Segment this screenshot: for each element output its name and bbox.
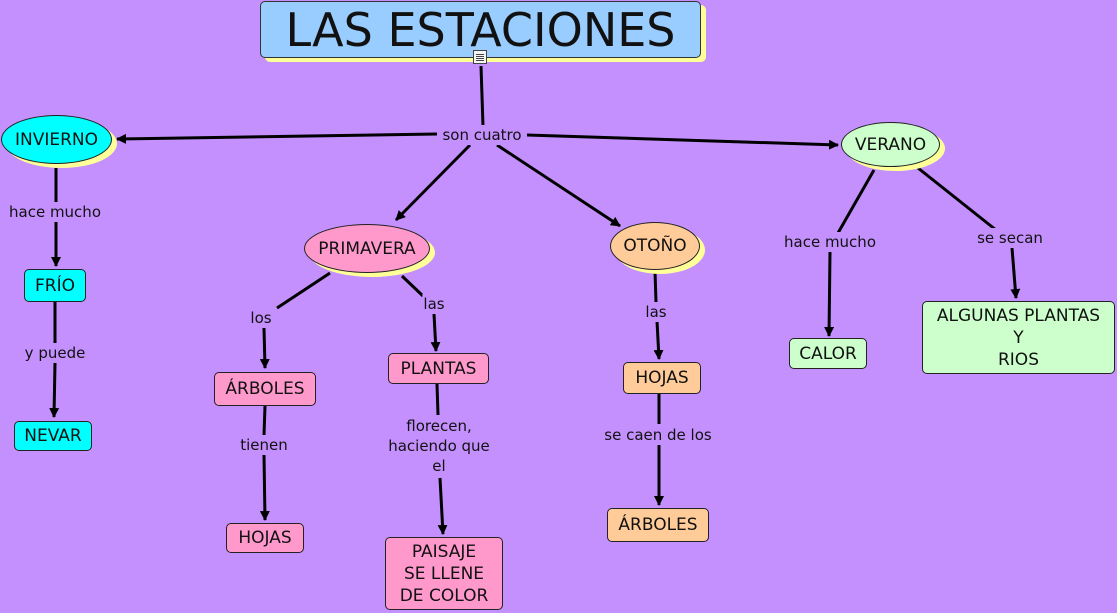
link-label-tienen: tienen — [239, 435, 289, 455]
link-label-hace-mucho-verano: hace mucho — [783, 232, 877, 252]
document-icon[interactable] — [473, 50, 487, 64]
arrow-to-verano — [526, 133, 839, 150]
node-verano: VERANO — [841, 122, 940, 167]
node-plantas: PLANTAS — [388, 353, 489, 384]
connector-plantas-florecen — [435, 383, 440, 416]
node-paisaje: PAISAJE SE LLENE DE COLOR — [385, 537, 503, 610]
arrow-to-hojas-primavera — [259, 454, 270, 521]
link-label-se-secan: se secan — [976, 228, 1044, 248]
link-label-los: los — [249, 308, 273, 328]
node-primavera: PRIMAVERA — [304, 224, 430, 273]
link-label-son-cuatro: son cuatro — [441, 125, 523, 145]
link-label-hace-mucho-invierno: hace mucho — [8, 202, 102, 222]
connector-verano-se-secan — [917, 166, 997, 232]
connector-primavera-las — [400, 274, 425, 298]
arrow-to-otono — [496, 143, 621, 228]
node-algunas-plantas: ALGUNAS PLANTAS Y RIOS — [922, 301, 1115, 374]
arrow-to-calor — [824, 251, 835, 337]
arrow-to-hojas-otono — [653, 320, 664, 360]
connector-primavera-los — [276, 271, 331, 310]
connector-otono-las — [653, 270, 658, 303]
link-label-las-primavera: las — [422, 294, 446, 314]
node-otono: OTOÑO — [610, 222, 700, 270]
link-label-las-otono: las — [644, 302, 668, 322]
node-nevar: NEVAR — [14, 421, 92, 451]
node-hojas-otono: HOJAS — [623, 362, 701, 394]
arrow-to-plantas — [430, 313, 441, 352]
arrow-to-primavera — [394, 143, 472, 222]
node-invierno: INVIERNO — [1, 115, 112, 164]
arrow-to-nevar — [49, 362, 60, 418]
arrow-to-paisaje — [437, 477, 448, 535]
link-label-se-caen: se caen de los — [603, 425, 713, 445]
connector-arboles-tienen — [262, 405, 267, 436]
node-hojas-primavera: HOJAS — [226, 523, 304, 553]
node-arboles-primavera: ÁRBOLES — [214, 372, 316, 406]
node-arboles-otono: ÁRBOLES — [607, 508, 709, 542]
connector-title-son-cuatro — [479, 65, 485, 127]
link-label-florecen: florecen, haciendo que el — [387, 416, 491, 476]
connector-verano-hace-mucho — [836, 169, 876, 234]
link-label-y-puede: y puede — [23, 343, 87, 363]
arrow-to-invierno — [116, 132, 438, 144]
node-frio: FRÍO — [24, 269, 86, 302]
node-calor: CALOR — [789, 338, 867, 369]
arrow-to-algunas-plantas — [1010, 247, 1021, 299]
arrow-to-arboles-primavera — [259, 327, 270, 369]
